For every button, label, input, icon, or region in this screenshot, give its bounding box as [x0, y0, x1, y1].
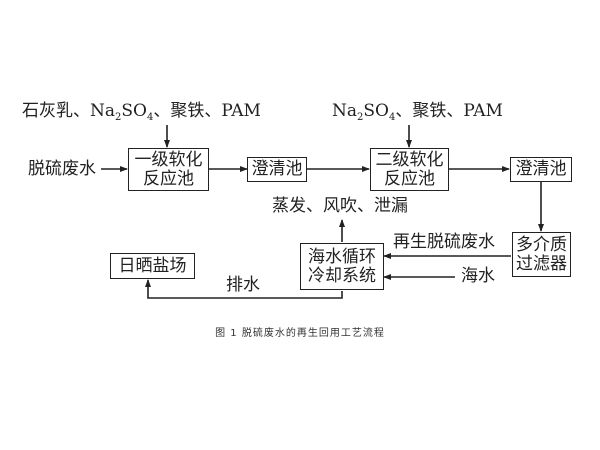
node-label: 日晒盐场: [118, 255, 187, 276]
node-solar-salt-field: 日晒盐场: [110, 253, 195, 279]
feed-label: 脱硫废水: [28, 159, 96, 179]
reagents-text: SO: [363, 101, 389, 121]
reagents-text: 石灰乳、Na: [22, 101, 116, 121]
node-label: 海水循环: [308, 246, 376, 267]
node-label: 澄清池: [515, 159, 567, 179]
subscript: 2: [357, 112, 364, 123]
subscript: 4: [146, 112, 154, 123]
regenerated-wastewater-label: 再生脱硫废水: [393, 232, 495, 252]
node-label: 多介质: [516, 234, 567, 255]
node-label: 二级软化: [375, 149, 444, 170]
node-label: 反应池: [143, 168, 194, 189]
discharge-label: 排水: [226, 275, 260, 295]
node-label: 冷却系统: [308, 265, 376, 286]
node-softening-reactor-1: 一级软化 反应池: [128, 148, 209, 191]
node-seawater-cooling-system: 海水循环 冷却系统: [300, 243, 384, 290]
reagents-stage2-label: Na2SO4、聚铁、PAM: [332, 101, 503, 123]
reagents-text: SO: [121, 101, 147, 121]
losses-label: 蒸发、风吹、泄漏: [272, 196, 408, 216]
node-label: 反应池: [384, 168, 435, 189]
node-label: 过滤器: [516, 253, 567, 274]
node-clarifier-1: 澄清池: [247, 157, 307, 182]
subscript: 2: [115, 112, 122, 123]
node-multimedia-filter: 多介质 过滤器: [512, 232, 571, 277]
reagents-text: 、聚铁、PAM: [395, 101, 503, 121]
reagents-text: 、聚铁、PAM: [153, 101, 261, 121]
node-label: 一级软化: [134, 149, 203, 170]
figure-caption: 图 1 脱硫废水的再生回用工艺流程: [215, 328, 385, 339]
subscript: 4: [388, 112, 396, 123]
node-softening-reactor-2: 二级软化 反应池: [370, 148, 449, 191]
node-label: 澄清池: [251, 159, 303, 179]
seawater-label: 海水: [461, 266, 495, 286]
arrow-cooling-to-saltfield: [145, 279, 343, 299]
node-clarifier-2: 澄清池: [510, 157, 572, 182]
reagents-stage1-label: 石灰乳、Na2SO4、聚铁、PAM: [22, 101, 261, 123]
reagents-text: Na: [332, 101, 358, 121]
